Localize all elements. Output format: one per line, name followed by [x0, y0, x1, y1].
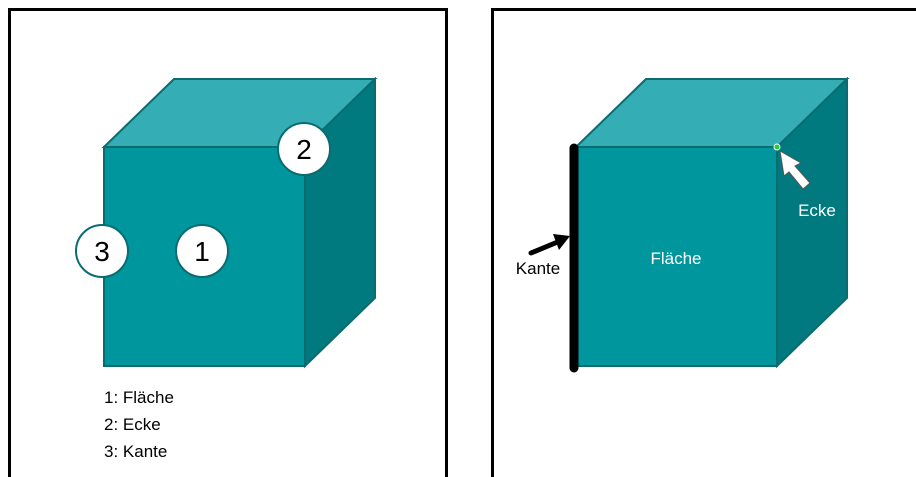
marker-edge: 3	[75, 224, 129, 278]
corner-arrow-icon	[779, 150, 811, 190]
marker-face-label: 1	[194, 236, 210, 267]
legend-item-corner: 2: Ecke	[104, 415, 161, 434]
marker-edge-label: 3	[94, 236, 110, 267]
marker-face: 1	[175, 224, 229, 278]
right-cube-front-face	[575, 146, 778, 367]
right-cube	[573, 76, 850, 369]
marker-corner-label: 2	[296, 134, 312, 165]
legend: 1: Fläche 2: Ecke 3: Kante	[104, 384, 174, 465]
right-corner-label: Ecke	[798, 201, 836, 220]
legend-item-edge: 3: Kante	[104, 442, 168, 461]
marker-corner: 2	[277, 122, 331, 176]
right-face-label: Fläche	[650, 249, 701, 268]
legend-item-face: 1: Fläche	[104, 388, 174, 407]
left-cube	[101, 76, 378, 369]
highlighted-corner	[773, 143, 781, 151]
edge-arrow-icon	[528, 234, 570, 256]
right-edge-label: Kante	[516, 259, 560, 278]
